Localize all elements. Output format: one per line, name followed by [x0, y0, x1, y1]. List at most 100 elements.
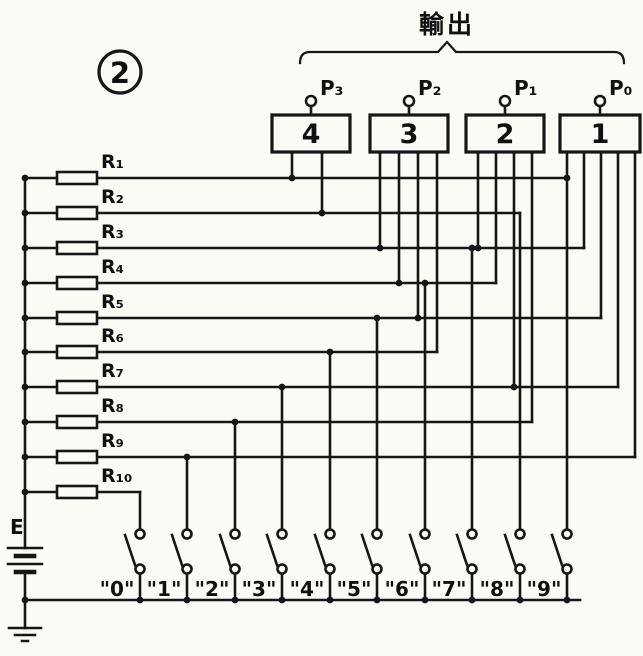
resistor-body	[55, 379, 99, 395]
terminal-label: P₁	[514, 76, 537, 100]
junction-dot	[21, 314, 29, 322]
output-group: 輸出	[298, 10, 626, 65]
junction-dot	[21, 418, 29, 426]
key-label: "1"	[147, 577, 182, 601]
junction-dot	[183, 596, 191, 604]
switch-terminal	[371, 528, 383, 540]
resistor-label: R₄	[101, 256, 124, 278]
box-tap-wires	[378, 150, 439, 354]
battery-long-plates	[6, 546, 44, 566]
switch-terminal	[276, 563, 288, 575]
junction-dot	[510, 383, 518, 391]
junction-dots	[21, 174, 571, 604]
switch-terminal	[561, 528, 573, 540]
encoder-box	[558, 113, 642, 154]
switch-terminal	[229, 563, 241, 575]
key-label: "3"	[242, 577, 277, 601]
junction-dot	[373, 596, 381, 604]
resistor-body	[55, 484, 99, 500]
junction-dot	[474, 244, 482, 252]
key-switch-1: "1"	[147, 455, 193, 602]
battery-label: E	[10, 515, 24, 539]
resistor-r3: R₃	[23, 221, 586, 256]
junction-dot	[373, 314, 381, 322]
box-tap-wires	[290, 150, 324, 215]
key-label: "5"	[337, 577, 372, 601]
resistor-body	[55, 344, 99, 360]
junction-dot	[421, 596, 429, 604]
switch-terminal	[276, 528, 288, 540]
key-switch-3: "3"	[242, 385, 288, 602]
key-label: "8"	[480, 577, 515, 601]
switch-blade	[265, 533, 279, 567]
output-terminal	[498, 94, 512, 108]
switch-terminal	[419, 528, 431, 540]
encoder-digit: 4	[302, 119, 321, 150]
encoder-digit: 1	[591, 119, 610, 150]
resistor-body	[55, 414, 99, 430]
junction-dot	[318, 209, 326, 217]
switch-terminal	[419, 563, 431, 575]
key-switch-2: "2"	[195, 420, 241, 602]
key-switch-6: "6"	[385, 281, 431, 602]
resistor-label: R₁	[101, 151, 124, 173]
key-label: "0"	[100, 577, 135, 601]
encoder-box-2: 2 P₁	[464, 76, 546, 424]
resistor-body	[55, 205, 99, 221]
encoder-box	[464, 113, 546, 154]
junction-dot	[414, 314, 422, 322]
switch-terminal	[561, 563, 573, 575]
junction-dot	[21, 488, 29, 496]
junction-dot	[376, 244, 384, 252]
output-brace	[298, 40, 626, 65]
switch-blade	[123, 533, 137, 567]
switch-blade	[313, 533, 327, 567]
resistor-label: R₃	[101, 221, 124, 243]
figure-number: 2	[97, 49, 143, 95]
key-switch-0: "0"	[100, 490, 146, 602]
resistor-body	[55, 170, 99, 186]
resistor-label: R₅	[101, 291, 124, 313]
key-switch-9: "9"	[527, 176, 573, 602]
resistor-r5: R₅	[23, 291, 603, 326]
switch-blade	[218, 533, 232, 567]
resistor-r6: R₆	[23, 325, 439, 360]
switch-blade	[503, 533, 517, 567]
resistor-r1: R₁	[23, 151, 569, 186]
key-switch-5: "5"	[337, 316, 383, 602]
junction-dot	[21, 453, 29, 461]
switch-blade	[408, 533, 422, 567]
key-label: "7"	[432, 577, 467, 601]
resistor-label: R₇	[101, 360, 124, 382]
output-terminal	[402, 94, 416, 108]
ground-hatch	[7, 626, 43, 643]
junction-dot	[21, 244, 29, 252]
battery: E	[6, 515, 44, 575]
encoder-box-1: 1 P₀	[558, 76, 642, 459]
junction-dot	[468, 596, 476, 604]
switch-blade	[550, 533, 564, 567]
resistor-body	[55, 240, 99, 256]
junction-dot	[231, 596, 239, 604]
box-tap-wires	[476, 150, 534, 424]
switch-terminal	[466, 563, 478, 575]
key-switch-4: "4"	[290, 350, 336, 602]
key-label: "4"	[290, 577, 325, 601]
resistor-body	[55, 275, 99, 291]
resistor-r10: R₁₀	[23, 465, 142, 500]
switch-terminal	[134, 528, 146, 540]
switch-terminal	[134, 563, 146, 575]
terminal-label: P₀	[609, 76, 632, 100]
encoder-digit: 3	[400, 119, 419, 150]
ground-symbol	[7, 626, 43, 643]
output-terminal	[593, 94, 607, 108]
figure-number-circle	[97, 49, 143, 95]
junction-dot	[563, 596, 571, 604]
battery-short-plates	[13, 553, 37, 575]
key-switch-8: "8"	[480, 211, 526, 602]
junction-dot	[278, 596, 286, 604]
encoder-box	[270, 113, 352, 154]
resistor-r2: R₂	[23, 186, 522, 221]
encoder-digit: 2	[496, 119, 515, 150]
